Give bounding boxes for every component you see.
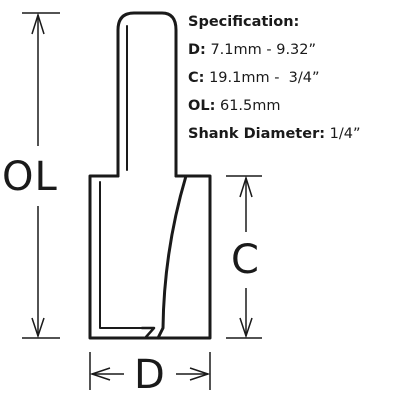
- spec-row-shank: Shank Diameter: 1/4”: [188, 120, 360, 148]
- ol-arrow-bottom: [31, 317, 45, 339]
- c-dimension: [226, 175, 262, 339]
- d-arrow-left: [89, 367, 111, 381]
- spec-label-ol: OL:: [188, 98, 216, 114]
- shank-outline: [116, 11, 178, 178]
- spec-heading: Specification:: [188, 14, 300, 30]
- specification-panel: Specification: D: 7.1mm - 9.32” C: 19.1m…: [188, 8, 360, 148]
- d-dimension: [89, 352, 211, 390]
- c-arrow-bottom: [239, 317, 253, 339]
- flute-inner-edge: [99, 181, 143, 329]
- spiral-flute: [156, 174, 188, 340]
- spec-value-d: 7.1mm - 9.32”: [210, 42, 317, 58]
- ol-arrow-top: [31, 12, 45, 35]
- spec-label-d: D:: [188, 42, 206, 58]
- c-label: C: [231, 237, 259, 283]
- flute-body-outline: [88, 174, 212, 340]
- d-label: D: [134, 352, 165, 398]
- ol-dimension: [22, 12, 60, 339]
- spec-value-ol: 61.5mm: [219, 98, 281, 114]
- spec-row-d: D: 7.1mm - 9.32”: [188, 36, 360, 64]
- ol-label: OL: [2, 154, 58, 200]
- cutting-tip: [140, 326, 156, 339]
- d-arrow-right: [189, 367, 211, 381]
- spec-row-ol: OL: 61.5mm: [188, 92, 360, 120]
- spec-value-c: 19.1mm - 3/4”: [209, 70, 320, 86]
- router-bit: [88, 11, 212, 340]
- spec-label-shank: Shank Diameter:: [188, 126, 326, 142]
- spec-row-c: C: 19.1mm - 3/4”: [188, 64, 360, 92]
- spec-value-shank: 1/4”: [329, 126, 361, 142]
- c-arrow-top: [239, 175, 253, 198]
- spec-label-c: C:: [188, 70, 205, 86]
